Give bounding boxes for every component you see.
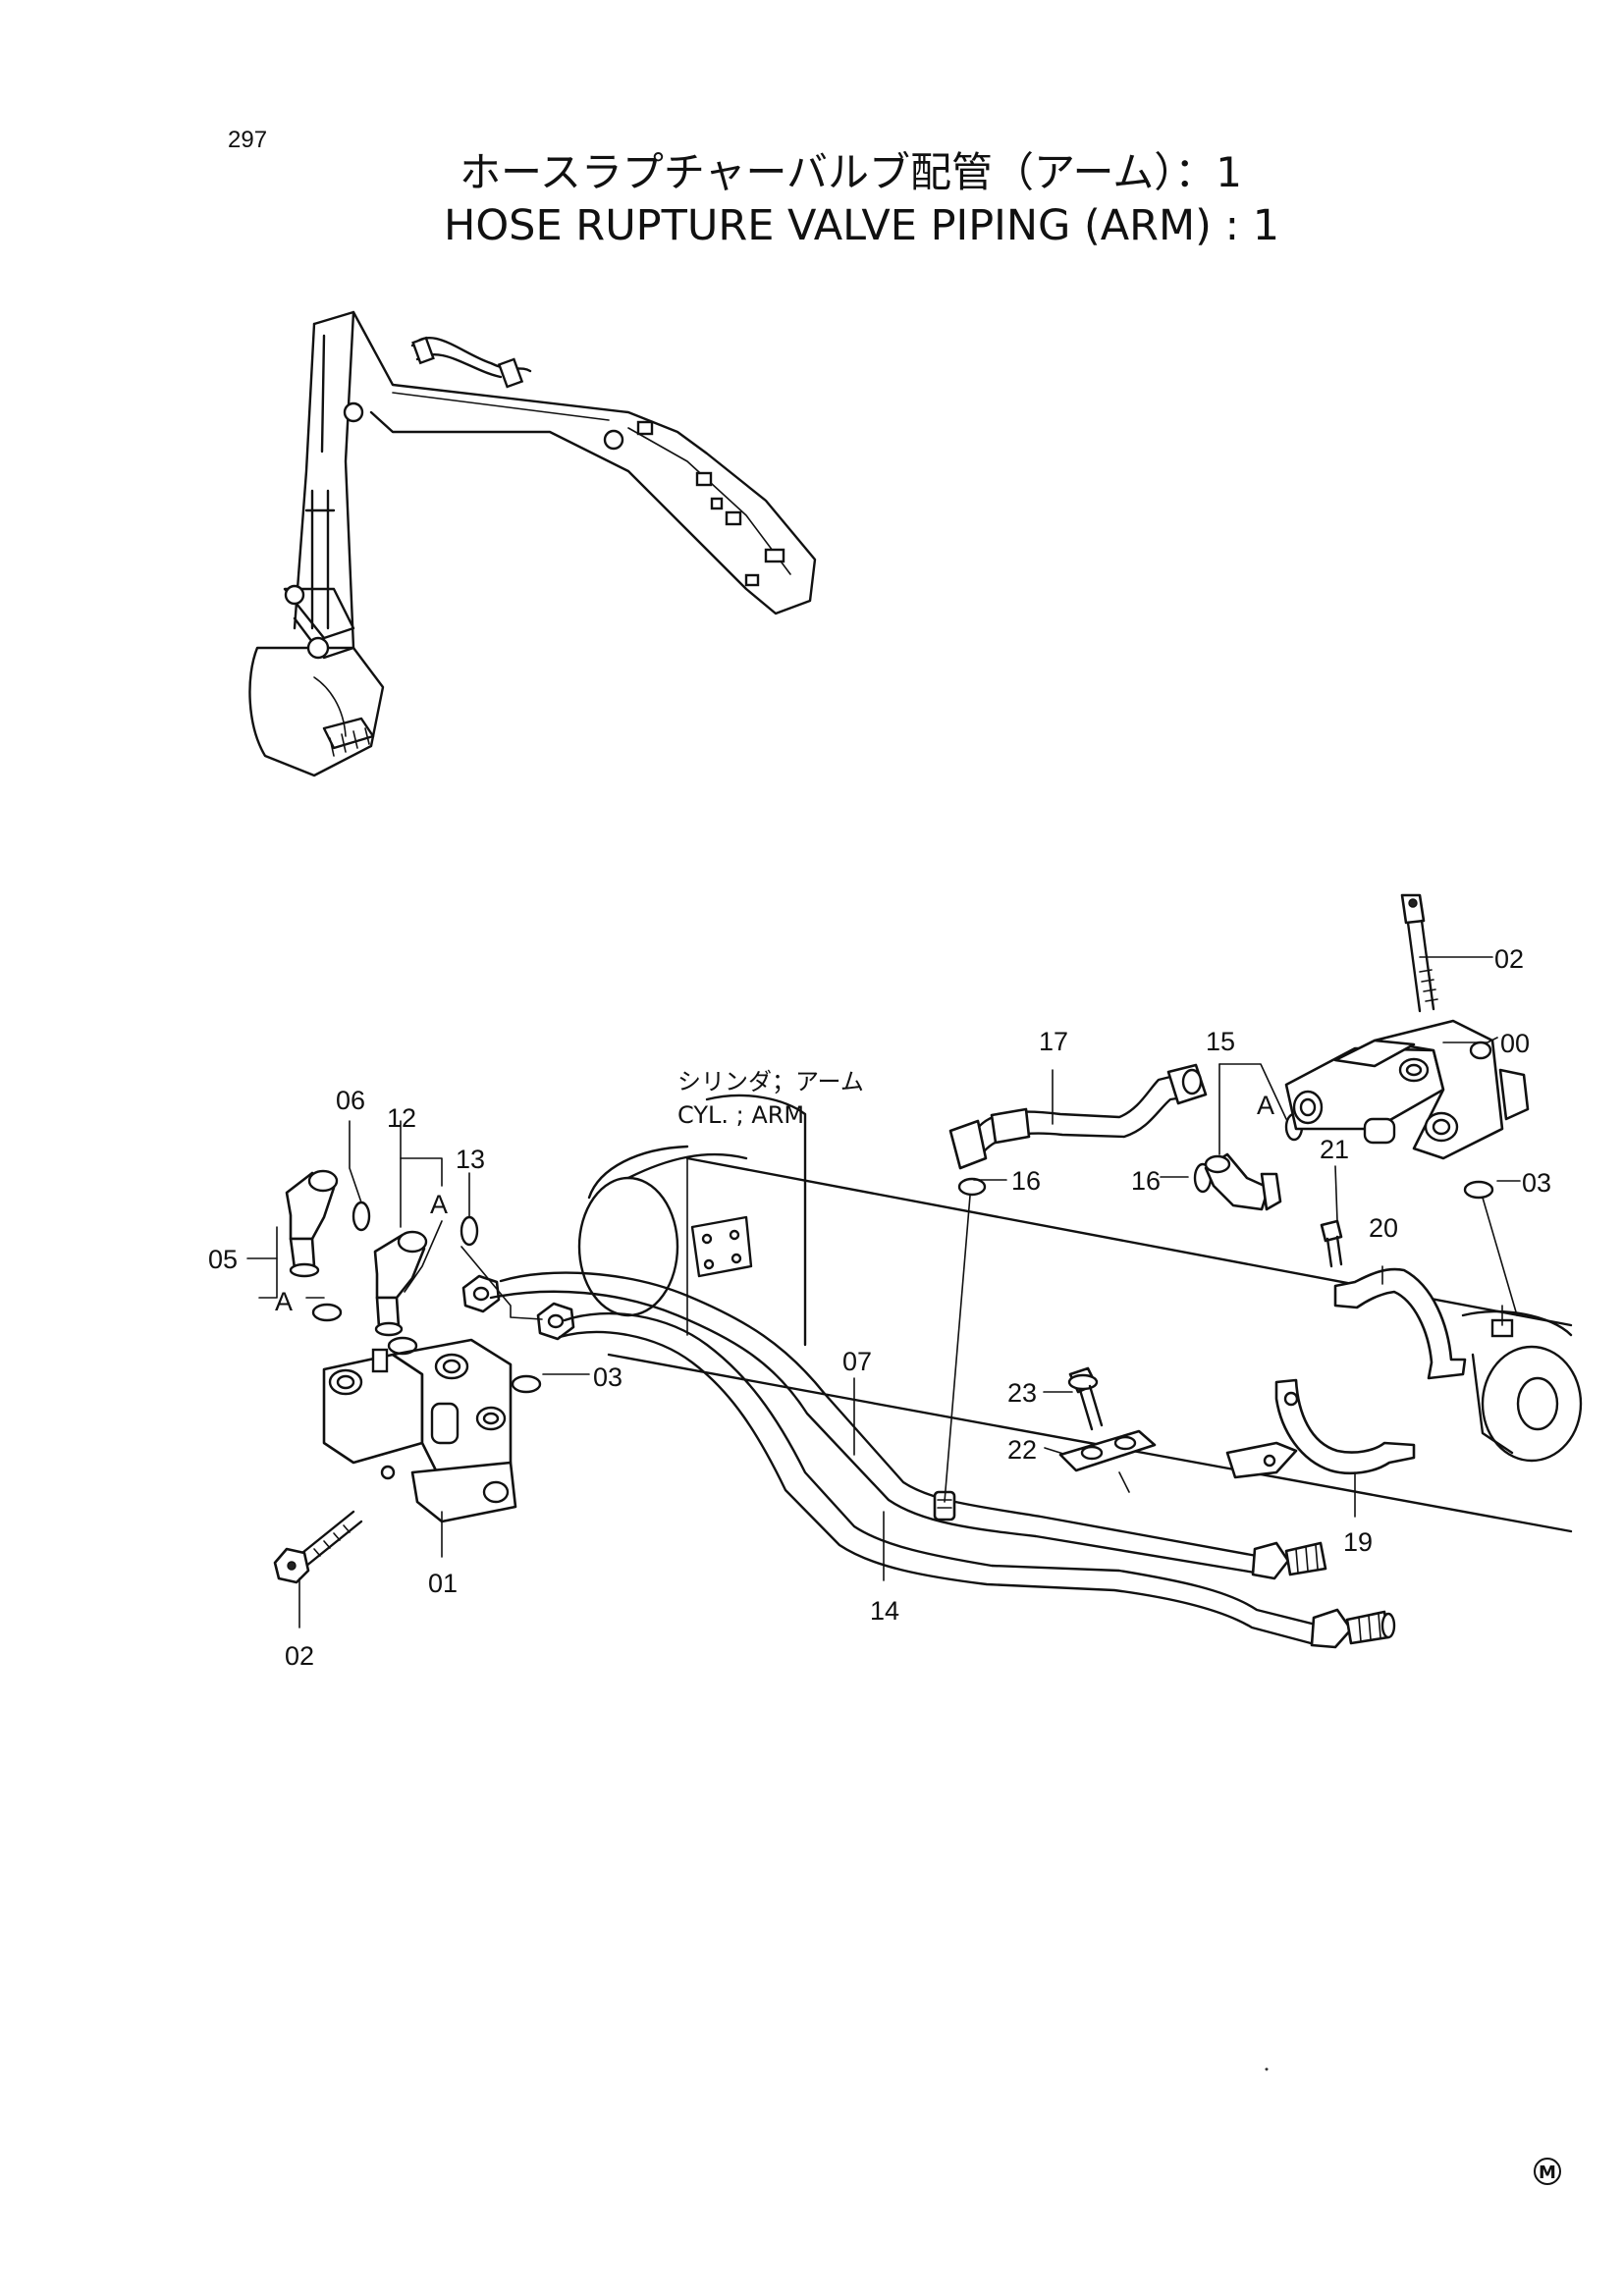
leader-lines — [246, 956, 1521, 1629]
detail-mark-a-15: A — [1257, 1091, 1274, 1120]
elbow-fitting-15 — [1204, 1152, 1282, 1211]
clamp-plate-22 — [1058, 1429, 1157, 1472]
title-english: HOSE RUPTURE VALVE PIPING (ARM) : 1 — [444, 201, 1279, 250]
callout-17: 17 — [1039, 1027, 1068, 1056]
elbow-fitting-05 — [285, 1169, 339, 1278]
detail-mark-a-12: A — [430, 1190, 448, 1219]
title-japanese: ホースラプチャーバルブ配管（アーム）：1 — [460, 148, 1242, 196]
excavator-overview-drawing — [248, 310, 817, 777]
callout-01: 01 — [428, 1569, 458, 1598]
callout-23: 23 — [1007, 1378, 1037, 1408]
o-ring-12 — [387, 1336, 418, 1356]
bolt-02-top — [1400, 893, 1438, 1013]
o-ring-06 — [352, 1201, 371, 1232]
stray-dot — [1265, 2067, 1269, 2071]
bolt-21 — [1320, 1219, 1343, 1268]
corner-mark-letter: M — [1539, 2163, 1556, 2183]
callout-03-left: 03 — [593, 1362, 622, 1392]
hose-rupture-valve-right — [1284, 1019, 1530, 1160]
callout-13: 13 — [456, 1145, 485, 1174]
page-number: 297 — [228, 127, 267, 153]
elbow-fitting-12 — [373, 1230, 428, 1337]
o-ring-05 — [311, 1303, 343, 1322]
callout-12: 12 — [387, 1103, 416, 1133]
o-ring-03-right — [1463, 1180, 1494, 1200]
callout-02-top: 02 — [1494, 944, 1524, 974]
pipe-14 — [558, 1311, 1318, 1645]
callout-20: 20 — [1369, 1213, 1398, 1243]
bolt-23 — [1067, 1366, 1104, 1431]
callout-05: 05 — [208, 1245, 238, 1274]
callout-labels: 02 00 03 17 15 A 16 16 21 20 19 23 22 07… — [208, 944, 1551, 1671]
callout-22: 22 — [1007, 1435, 1037, 1465]
callout-00: 00 — [1500, 1029, 1530, 1058]
cylinder-label-japanese: シリンダ；アーム — [677, 1068, 864, 1095]
callout-16-b: 16 — [1131, 1166, 1161, 1196]
callout-03-right: 03 — [1522, 1168, 1551, 1198]
callout-16-a: 16 — [1011, 1166, 1041, 1196]
callout-19: 19 — [1343, 1527, 1373, 1557]
callout-02-bottom: 02 — [285, 1641, 314, 1671]
callout-15: 15 — [1206, 1027, 1235, 1056]
callout-14: 14 — [870, 1596, 899, 1626]
corner-m-mark: M — [1534, 2158, 1561, 2185]
pipe-07 — [489, 1271, 1259, 1575]
detail-mark-a-05: A — [275, 1287, 293, 1316]
clamp-20 — [1333, 1267, 1467, 1380]
cylinder-label-english: CYL. ; ARM — [677, 1101, 804, 1129]
o-ring-13 — [460, 1215, 479, 1247]
hose-17 — [948, 1063, 1208, 1170]
bolt-02-bottom — [273, 1510, 363, 1584]
hose-fitting-ends — [1251, 1541, 1396, 1649]
pipe-tee-fitting — [933, 1490, 956, 1522]
o-ring-03-left — [511, 1374, 542, 1394]
hose-rupture-valve-left — [322, 1338, 517, 1523]
o-ring-16-a — [957, 1177, 987, 1197]
pipe-nuts-left — [461, 1274, 575, 1341]
clamp-19 — [1225, 1378, 1416, 1479]
callout-07: 07 — [842, 1347, 872, 1376]
callout-06: 06 — [336, 1086, 365, 1115]
callout-21: 21 — [1320, 1135, 1349, 1164]
